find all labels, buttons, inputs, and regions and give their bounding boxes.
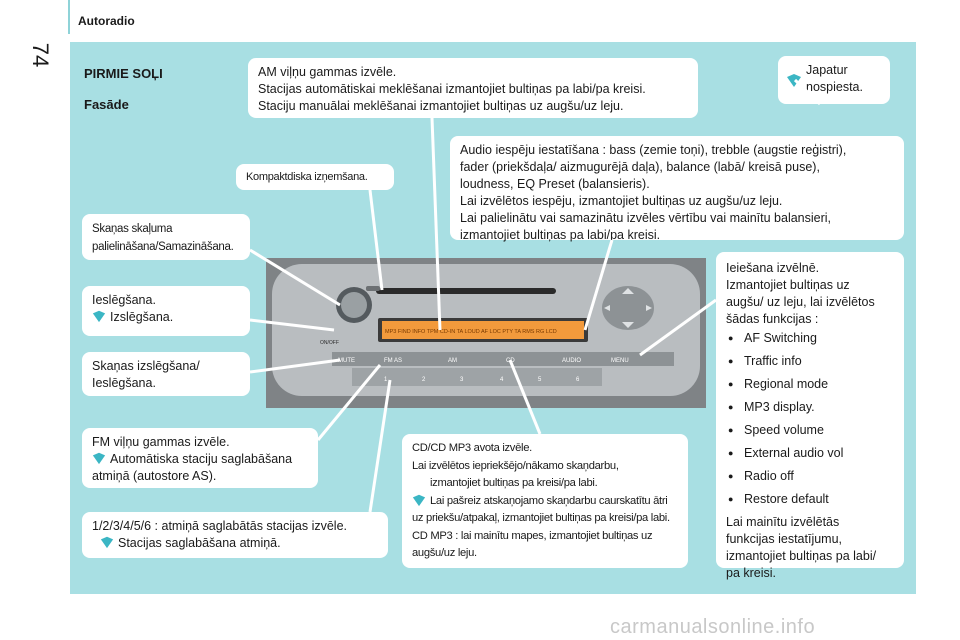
callout-menu-line: Lai mainītu izvēlētās bbox=[726, 515, 840, 529]
radio-faceplate: MP3 FIND INFO TPM CD-IN TA LOUD AF LOC P… bbox=[266, 258, 706, 408]
callout-menu-line: funkcijas iestatījumu, bbox=[726, 532, 843, 546]
onoff-label: ON/OFF bbox=[320, 340, 339, 346]
footer-watermark: carmanualsonline.info bbox=[610, 616, 816, 638]
callout-audio-line: Lai palielinātu vai samazinātu izvēles v… bbox=[460, 211, 832, 225]
callout-menu-line: izmantojiet bultiņas pa labi/ bbox=[726, 549, 877, 563]
callout-cd-line: izmantojiet bultiņas pa kreisi/pa labi. bbox=[430, 477, 598, 489]
callout-menu-line: pa kreisi. bbox=[726, 566, 777, 580]
callout-am-line: Stacijas automātiskai meklēšanai izmanto… bbox=[258, 82, 646, 96]
list-item: Speed volume bbox=[726, 422, 894, 439]
tip-icon bbox=[92, 310, 106, 323]
list-item: Regional mode bbox=[726, 376, 894, 393]
callout-audio-line: loudness, EQ Preset (balansieris). bbox=[460, 177, 650, 191]
callout-cd-line: Lai izvēlētos iepriekšējo/nākamo skaņdar… bbox=[412, 459, 619, 472]
callout-audio-line: izmantojiet bultiņas pa labi/pa kreisi. bbox=[460, 228, 661, 242]
callout-mute: Skaņas izslēgšana/ Ieslēgšana. bbox=[82, 352, 250, 396]
callout-onoff-tip: Izslēgšana. bbox=[110, 310, 174, 324]
tip-icon bbox=[92, 452, 106, 465]
callout-cd-line: augšu/uz leju. bbox=[412, 547, 477, 559]
callout-fm: FM viļņu gammas izvēle. Automātiska stac… bbox=[82, 428, 318, 488]
callout-japatur: Japatur nospiesta. bbox=[778, 56, 890, 104]
am-button[interactable]: AM bbox=[448, 358, 457, 364]
list-item: Traffic info bbox=[726, 353, 894, 370]
fm-button[interactable]: FM AS bbox=[384, 358, 402, 364]
callout-onoff-line: Ieslēgšana. bbox=[92, 293, 156, 307]
cd-button[interactable]: CD bbox=[506, 358, 515, 364]
callout-am: AM viļņu gammas izvēle. Stacijas automāt… bbox=[248, 58, 698, 118]
callout-cd-line: uz priekšu/atpakaļ, izmantojiet bultiņas… bbox=[412, 512, 670, 524]
callout-fm-line: FM viļņu gammas izvēle. bbox=[92, 435, 230, 449]
tip-icon bbox=[100, 536, 114, 549]
eject-button[interactable] bbox=[366, 286, 380, 291]
callout-presets-line: 1/2/3/4/5/6 : atmiņā saglabātās stacijas… bbox=[92, 519, 348, 533]
callout-fm-tip: Automātiska staciju saglabāšana bbox=[110, 452, 293, 466]
preset-button[interactable]: 3 bbox=[460, 377, 464, 383]
page-header-title: Autoradio bbox=[78, 14, 135, 28]
section-title: PIRMIE SOĻI bbox=[84, 66, 163, 81]
callout-japatur-text: Japatur nospiesta. bbox=[806, 63, 863, 94]
tip-icon bbox=[412, 494, 426, 506]
callout-menu-line: Ieiešana izvēlnē. bbox=[726, 261, 820, 275]
callout-cd: CD/CD MP3 avota izvēle. Lai izvēlētos ie… bbox=[402, 434, 688, 568]
function-button-row bbox=[332, 352, 674, 366]
callout-am-line: AM viļņu gammas izvēle. bbox=[258, 65, 397, 79]
callout-cd-tip: Lai pašreiz atskaņojamo skaņdarbu caursk… bbox=[430, 494, 668, 507]
callout-am-line: Staciju manuālai meklēšanai izmantojiet … bbox=[258, 99, 624, 113]
callout-volume-line: Skaņas skaļuma bbox=[92, 223, 173, 235]
callout-menu: Ieiešana izvēlnē. Izmantojiet bultiņas u… bbox=[716, 252, 904, 580]
menu-function-list: AF Switching Traffic info Regional mode … bbox=[726, 330, 894, 508]
callout-cd-line: CD MP3 : lai mainītu mapes, izmantojiet … bbox=[412, 529, 653, 542]
callout-onoff: Ieslēgšana. Izslēgšana. bbox=[82, 286, 250, 336]
section-subtitle: Fasāde bbox=[84, 97, 129, 112]
callout-volume: Skaņas skaļuma palielināšana/Samazināšan… bbox=[82, 214, 250, 260]
callout-cd-line: CD/CD MP3 avota izvēle. bbox=[412, 442, 532, 454]
callout-menu-line: Izmantojiet bultiņas uz bbox=[726, 278, 850, 292]
callout-mute-line: Skaņas izslēgšana/ bbox=[92, 359, 200, 373]
page-number: 74 bbox=[28, 42, 54, 68]
list-item: MP3 display. bbox=[726, 399, 894, 416]
preset-button[interactable]: 6 bbox=[576, 377, 580, 383]
preset-button[interactable]: 2 bbox=[422, 377, 426, 383]
callout-menu-line: šādas funkcijas : bbox=[726, 312, 819, 326]
cd-slot bbox=[376, 288, 556, 294]
callout-menu-line: augšu/ uz leju, lai izvēlētos bbox=[726, 295, 875, 309]
callout-eject: Kompaktdiska izņemšana. bbox=[236, 164, 394, 190]
audio-button[interactable]: AUDIO bbox=[562, 358, 581, 364]
header-rule bbox=[68, 0, 70, 34]
callout-presets-tip: Stacijas saglabāšana atmiņā. bbox=[118, 536, 281, 550]
list-item: AF Switching bbox=[726, 330, 894, 347]
callout-audio-line: fader (priekšdaļa/ aizmugurējā daļa), ba… bbox=[460, 160, 820, 174]
list-item: Restore default bbox=[726, 491, 894, 508]
list-item: External audio vol bbox=[726, 445, 894, 462]
preset-button-row bbox=[352, 368, 602, 386]
callout-fm-line: atmiņā (autostore AS). bbox=[92, 469, 217, 483]
callout-audio: Audio iespēju iestatīšana : bass (zemie … bbox=[450, 136, 904, 242]
volume-knob-cap bbox=[341, 292, 367, 318]
tip-icon bbox=[787, 74, 801, 87]
mute-button[interactable]: MUTE bbox=[338, 358, 355, 364]
display-text: MP3 FIND INFO TPM CD-IN TA LOUD AF LOC P… bbox=[385, 329, 557, 335]
preset-button[interactable]: 4 bbox=[500, 377, 504, 383]
callout-audio-line: Lai izvēlētos iespēju, izmantojiet bulti… bbox=[460, 194, 783, 208]
callout-audio-line: Audio iespēju iestatīšana : bass (zemie … bbox=[460, 143, 847, 157]
list-item: Radio off bbox=[726, 468, 894, 485]
callout-volume-line: palielināšana/Samazināšana. bbox=[92, 241, 234, 253]
callout-mute-line: Ieslēgšana. bbox=[92, 376, 156, 390]
callout-presets: 1/2/3/4/5/6 : atmiņā saglabātās stacijas… bbox=[82, 512, 388, 558]
menu-button[interactable]: MENU bbox=[611, 358, 629, 364]
